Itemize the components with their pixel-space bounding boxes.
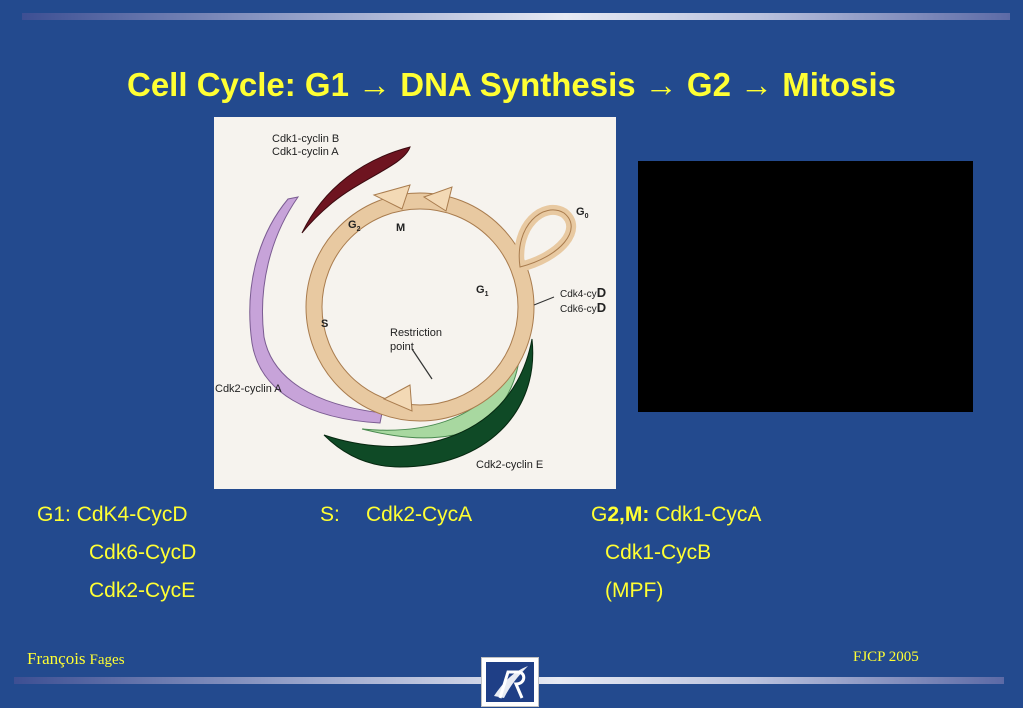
g2m-prefix-rest: 2,M:	[607, 503, 650, 526]
g1-complex-2: Cdk6-CycD	[89, 541, 197, 564]
label-s: S	[321, 318, 328, 330]
restriction-pointer	[411, 348, 433, 380]
footer-event: FJCP 2005	[853, 649, 919, 665]
slide-title: Cell Cycle: G1 → DNA Synthesis → G2 → Mi…	[127, 66, 896, 103]
footer-author: François Fages	[27, 649, 125, 669]
s-phase-label: S:	[320, 503, 340, 526]
label-cdk6: Cdk6-cyD	[560, 300, 606, 315]
ring-arrow-g2	[372, 184, 411, 210]
cell-cycle-diagram-svg: Cdk1-cyclin B Cdk1-cyclin A G2 M G0 G1 S…	[215, 133, 606, 471]
g2m-phase-label: G2,M: Cdk1-CycA	[591, 503, 761, 527]
ring-arrow-s	[382, 384, 413, 412]
s-complex-1: Cdk2-CycA	[366, 503, 473, 526]
g2m-complex-3: (MPF)	[605, 579, 664, 602]
label-cdk2-cyclin-e: Cdk2-cyclin E	[476, 459, 543, 471]
g1-prefix: G1:	[37, 503, 71, 526]
author-last-name: Fages	[89, 652, 125, 668]
cdk2-cyclin-e-dark-band	[323, 338, 534, 468]
label-point: point	[390, 341, 414, 353]
top-divider-bar	[22, 13, 1010, 20]
cdk2-cyclin-a-band	[249, 196, 383, 424]
label-cdk4: Cdk4-cyD	[560, 285, 606, 300]
g1-complex-1: CdK4-CycD	[76, 503, 188, 526]
cycle-ring	[306, 193, 534, 421]
g2m-complex-2: Cdk1-CycB	[605, 541, 712, 564]
label-cdk1-cyclin-a: Cdk1-cyclin A	[272, 146, 339, 158]
g1-complex-3: Cdk2-CycE	[89, 579, 196, 602]
cell-cycle-diagram: Cdk1-cyclin B Cdk1-cyclin A G2 M G0 G1 S…	[214, 117, 616, 489]
label-g1: G1	[476, 284, 489, 298]
ring-arrow-m	[422, 186, 453, 212]
inria-logo-icon	[481, 657, 539, 707]
label-g2: G2	[348, 219, 361, 233]
g1-phase-label: G1: CdK4-CycD	[37, 503, 188, 527]
label-cdk1-cyclin-b: Cdk1-cyclin B	[272, 133, 339, 145]
blank-image-area	[638, 161, 973, 412]
label-restriction: Restriction	[390, 327, 442, 339]
label-g0: G0	[576, 206, 589, 220]
cdk1-cyclin-crescent	[301, 146, 411, 234]
g2m-prefix-g: G	[591, 503, 608, 526]
author-first-name: François	[27, 649, 86, 668]
g0-loop	[514, 204, 577, 274]
g2m-complex-1: Cdk1-CycA	[655, 503, 762, 526]
label-cdk2-cyclin-a: Cdk2-cyclin A	[215, 383, 282, 395]
label-m: M	[396, 222, 405, 234]
